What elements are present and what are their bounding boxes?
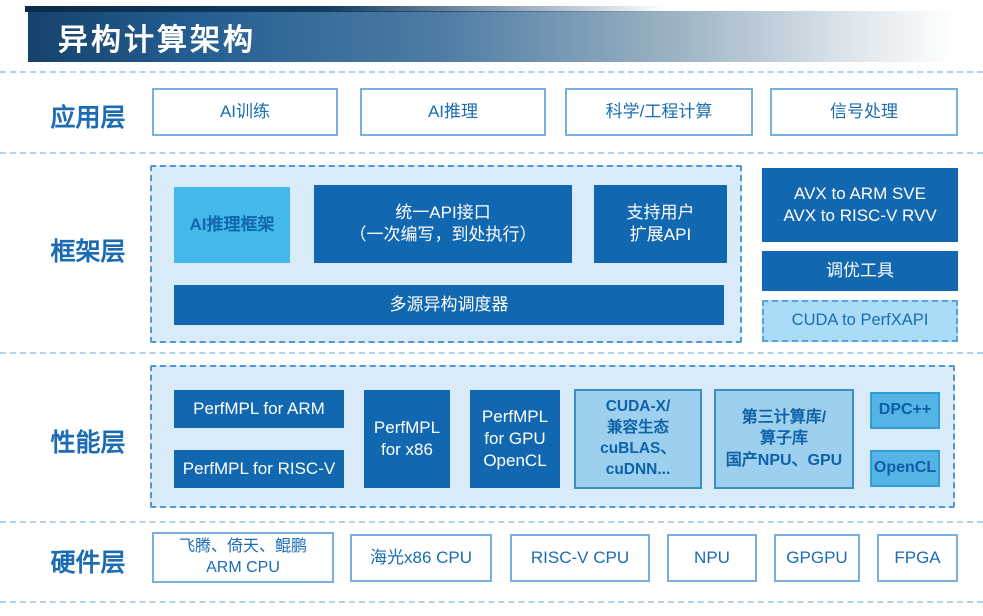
- separator-line: [0, 521, 983, 523]
- hw-box-fpga: FPGA: [877, 534, 958, 582]
- framework-box-avx-translation: AVX to ARM SVE AVX to RISC-V RVV: [762, 168, 958, 242]
- avx-translation-line1: AVX to ARM SVE: [794, 183, 926, 203]
- perfmpl-x86-line2: for x86: [381, 440, 433, 459]
- framework-panel: AI推理框架 统一API接口 （一次编写，到处执行） 支持用户 扩展API 多源…: [150, 165, 742, 343]
- separator-line: [0, 601, 983, 603]
- perf-box-perfmpl-riscv: PerfMPL for RISC-V: [174, 450, 344, 488]
- layer-label-performance: 性能层: [50, 429, 126, 457]
- arm-cpu-line1: 飞腾、倚天、鲲鹏: [178, 537, 307, 555]
- perf-box-cuda-ecosystem: CUDA-X/ 兼容生态 cuBLAS、 cuDNN...: [574, 389, 702, 489]
- cuda-ecosystem-line3: cuBLAS、: [600, 440, 676, 457]
- arm-cpu-line2: ARM CPU: [206, 558, 280, 576]
- perfmpl-gpu-line3: OpenCL: [483, 451, 547, 471]
- perf-box-perfmpl-gpu-opencl: PerfMPL for GPU OpenCL: [470, 390, 560, 488]
- hw-box-x86-cpu: 海光x86 CPU: [350, 534, 492, 582]
- separator-line: [0, 352, 983, 354]
- framework-box-cuda-to-perfxapi: CUDA to PerfXAPI: [762, 300, 958, 342]
- layer-label-application: 应用层: [50, 104, 126, 132]
- perfmpl-gpu-line1: PerfMPL: [481, 406, 549, 426]
- app-box-ai-training: AI训练: [152, 88, 338, 136]
- perf-box-perfmpl-arm: PerfMPL for ARM: [174, 390, 344, 428]
- third-party-line2: 算子库: [759, 430, 808, 448]
- app-box-ai-inference: AI推理: [360, 88, 546, 136]
- third-party-line1: 第三计算库/: [741, 408, 827, 426]
- title-banner: 异构计算架构: [25, 6, 956, 62]
- layer-label-framework: 框架层: [50, 238, 126, 266]
- unified-api-line1: 统一API接口: [395, 202, 491, 222]
- layer-label-hardware: 硬件层: [50, 549, 126, 577]
- framework-box-scheduler: 多源异构调度器: [174, 285, 724, 325]
- perf-box-dpcpp: DPC++: [870, 392, 940, 429]
- avx-translation-line2: AVX to RISC-V RVV: [783, 206, 937, 225]
- hw-box-arm-cpu: 飞腾、倚天、鲲鹏 ARM CPU: [152, 532, 334, 583]
- separator-line: [0, 71, 983, 73]
- hw-box-gpgpu: GPGPU: [774, 534, 860, 582]
- perfmpl-x86-line1: PerfMPL: [373, 417, 441, 437]
- framework-box-unified-api: 统一API接口 （一次编写，到处执行）: [314, 185, 572, 263]
- perf-box-third-party-libs: 第三计算库/ 算子库 国产NPU、GPU: [714, 389, 854, 489]
- page-title: 异构计算架构: [58, 23, 256, 57]
- user-extension-line2: 扩展API: [629, 225, 692, 244]
- third-party-line3: 国产NPU、GPU: [725, 451, 843, 469]
- hw-box-npu: NPU: [667, 534, 757, 582]
- framework-box-tuning-tool: 调优工具: [762, 251, 958, 291]
- perfmpl-gpu-line2: for GPU: [484, 428, 546, 448]
- app-box-signal-processing: 信号处理: [770, 88, 958, 136]
- framework-box-ai-inference-framework: AI推理框架: [174, 187, 290, 263]
- performance-panel: PerfMPL for ARM PerfMPL for RISC-V PerfM…: [150, 365, 955, 508]
- framework-box-user-extension-api: 支持用户 扩展API: [594, 185, 727, 263]
- unified-api-line2: （一次编写，到处执行）: [349, 225, 537, 244]
- cuda-ecosystem-line1: CUDA-X/: [605, 398, 671, 416]
- perf-box-opencl: OpenCL: [870, 450, 940, 487]
- app-box-scientific-computing: 科学/工程计算: [565, 88, 753, 136]
- cuda-ecosystem-line4: cuDNN...: [605, 460, 671, 478]
- separator-line: [0, 152, 983, 154]
- user-extension-line1: 支持用户: [626, 202, 695, 222]
- perf-box-perfmpl-x86: PerfMPL for x86: [364, 390, 450, 488]
- cuda-ecosystem-line2: 兼容生态: [606, 419, 669, 437]
- hw-box-riscv-cpu: RISC-V CPU: [510, 534, 650, 582]
